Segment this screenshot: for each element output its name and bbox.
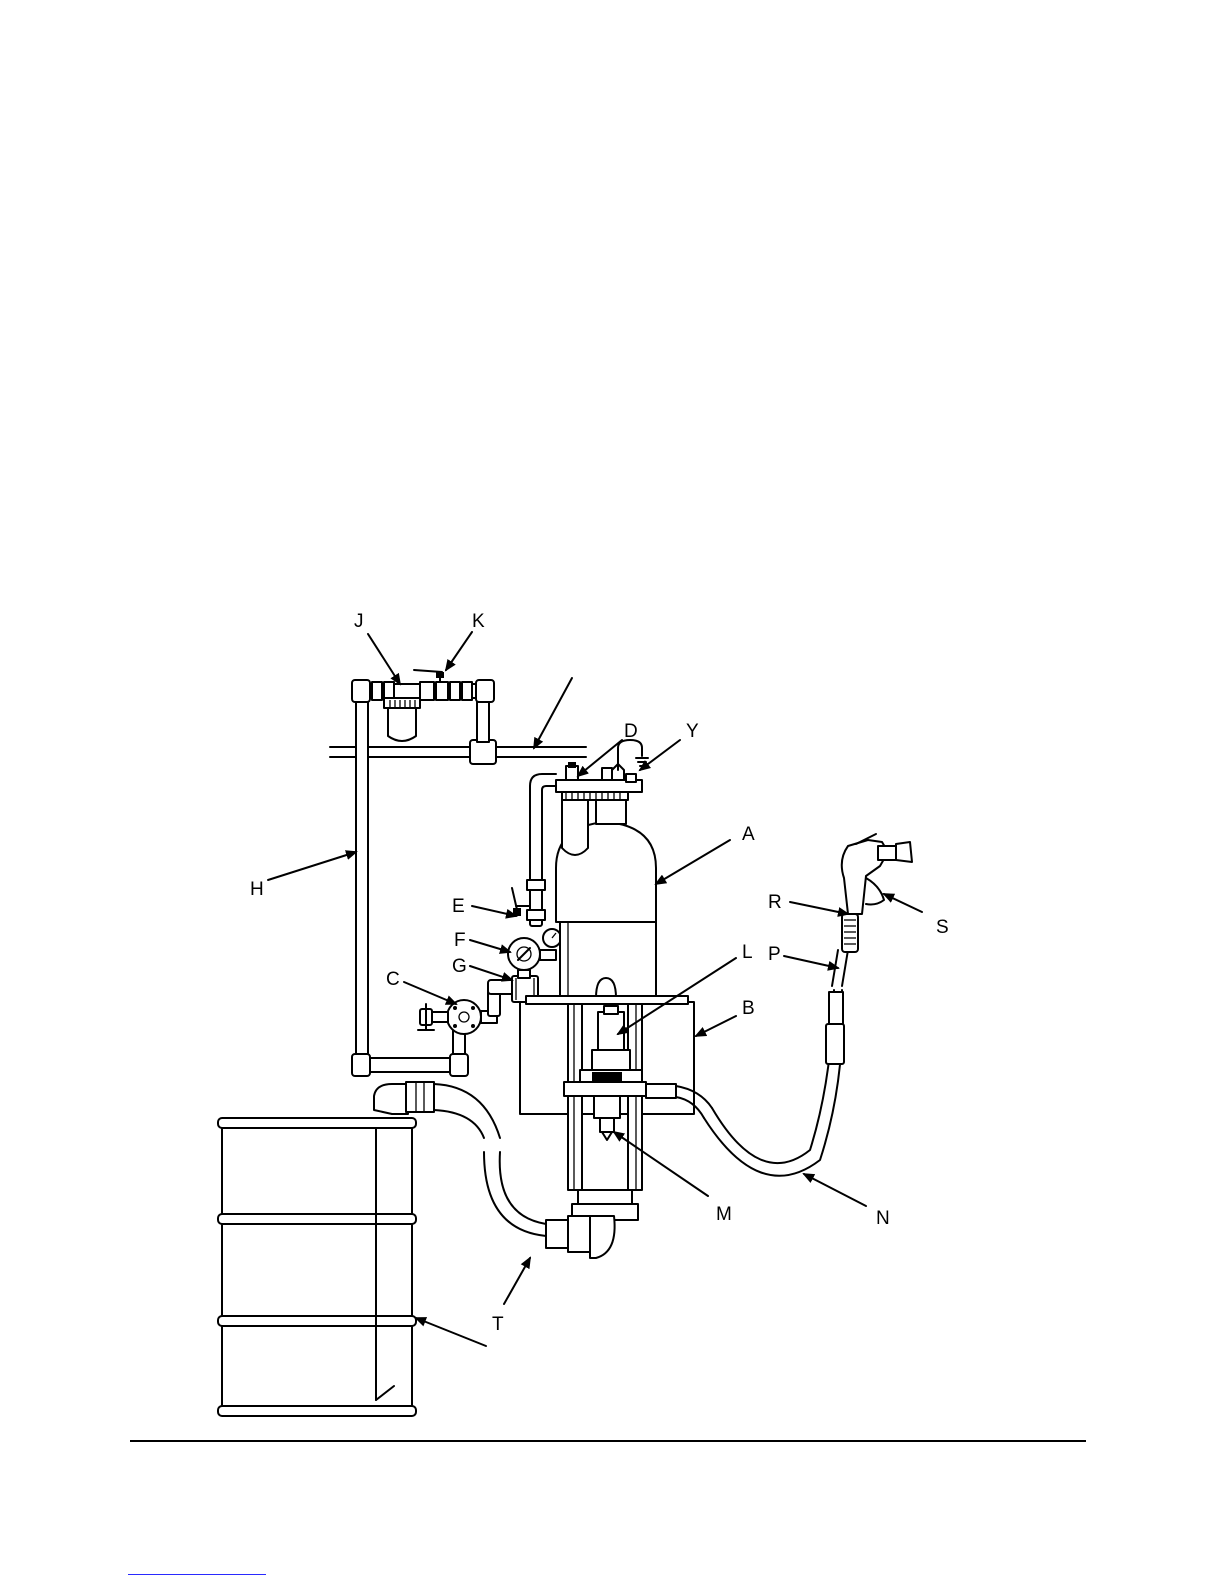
callout-g: G	[452, 956, 467, 977]
callout-n: N	[876, 1208, 890, 1229]
callout-h: H	[250, 879, 264, 900]
air-shutoff-valve-c	[418, 990, 500, 1034]
callout-s: S	[936, 917, 949, 938]
footer-rule	[130, 1440, 1086, 1442]
callout-m: M	[716, 1204, 732, 1225]
material-drum	[218, 1118, 416, 1416]
callout-p: P	[768, 944, 781, 965]
callout-j: J	[354, 611, 364, 632]
pump-lower	[564, 1004, 646, 1220]
callout-b: B	[742, 998, 755, 1019]
callout-k: K	[472, 611, 485, 632]
callout-d: D	[624, 721, 638, 742]
motor-air-line	[530, 774, 556, 880]
manifold-shutoff-valve	[414, 670, 444, 682]
swivel-whip-r	[842, 914, 858, 952]
callout-r: R	[768, 892, 782, 913]
air-regulator-f	[508, 929, 561, 978]
manifold-filter	[384, 698, 420, 741]
callout-a: A	[742, 824, 755, 845]
bleed-valve-e	[512, 880, 545, 926]
callout-c: C	[386, 969, 400, 990]
callout-f: F	[454, 930, 466, 951]
callout-t: T	[492, 1314, 504, 1335]
callout-l: L	[742, 942, 753, 963]
air-motor-a	[556, 740, 656, 1000]
callout-e: E	[452, 896, 465, 917]
bleed-manifold	[352, 680, 494, 742]
callout-y: Y	[686, 721, 699, 742]
page-link-underline[interactable]	[128, 1574, 266, 1575]
